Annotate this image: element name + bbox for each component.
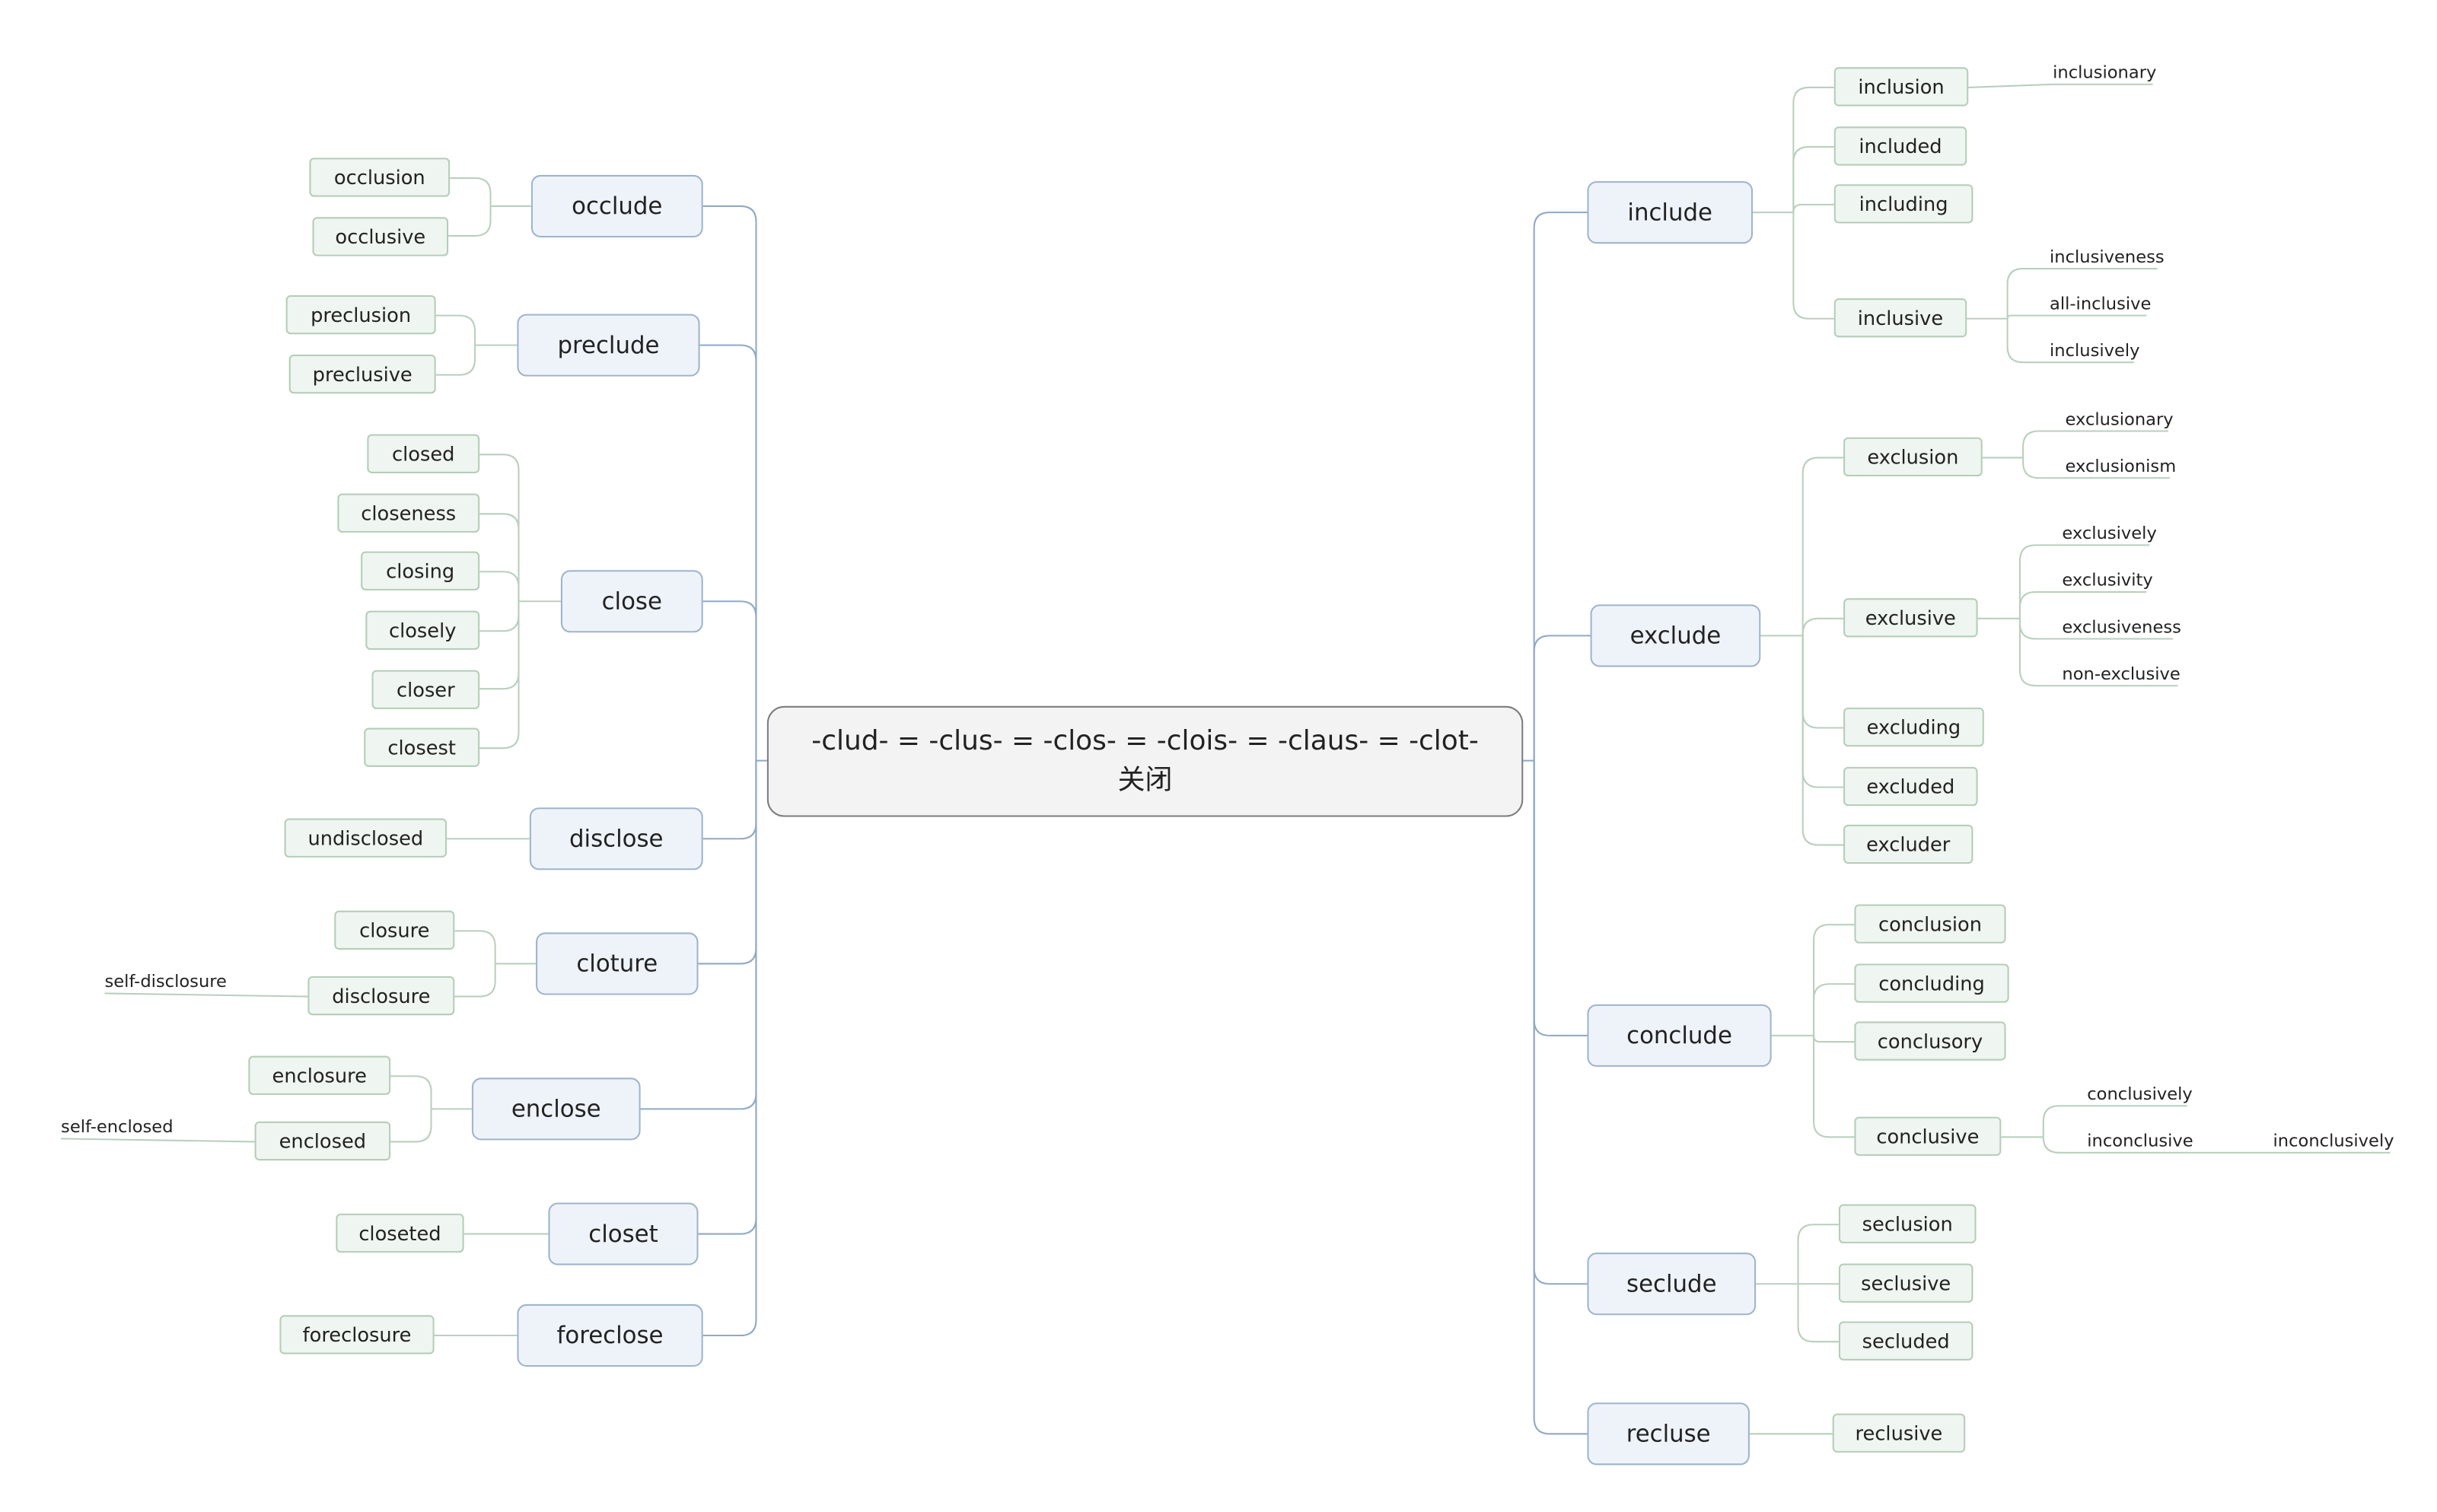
subtopic-closest[interactable]: closest — [364, 727, 480, 767]
subtopic-closed[interactable]: closed — [367, 434, 480, 473]
topic-cloture[interactable]: cloture — [536, 932, 699, 995]
leaf-all-inclusive[interactable]: all-inclusive — [2050, 293, 2152, 314]
subtopic-including[interactable]: including — [1833, 184, 1973, 224]
leaf-exclusionism[interactable]: exclusionism — [2065, 456, 2177, 477]
leaf-inclusionary[interactable]: inclusionary — [2053, 62, 2157, 83]
subtopic-inclusion[interactable]: inclusion — [1833, 67, 1969, 107]
leaf-conclusively[interactable]: conclusively — [2087, 1084, 2193, 1105]
subtopic-seclusive[interactable]: seclusive — [1838, 1263, 1973, 1303]
subtopic-closeted[interactable]: closeted — [336, 1213, 464, 1253]
subtopic-undisclosed[interactable]: undisclosed — [284, 818, 448, 858]
subtopic-exclusion[interactable]: exclusion — [1843, 437, 1983, 477]
leaf-exclusionary[interactable]: exclusionary — [2065, 409, 2174, 430]
topic-disclose[interactable]: disclose — [529, 807, 703, 871]
subtopic-foreclosure[interactable]: foreclosure — [279, 1315, 435, 1354]
leaf-inclusively[interactable]: inclusively — [2050, 340, 2140, 361]
subtopic-closing[interactable]: closing — [361, 551, 480, 590]
subtopic-closeness[interactable]: closeness — [337, 493, 480, 533]
subtopic-closer[interactable]: closer — [371, 670, 480, 709]
topic-recluse[interactable]: recluse — [1587, 1402, 1750, 1466]
subtopic-enclosure[interactable]: enclosure — [248, 1055, 391, 1095]
subtopic-conclusive[interactable]: conclusive — [1854, 1116, 2002, 1156]
subtopic-enclosed[interactable]: enclosed — [254, 1121, 391, 1161]
leaf-exclusively[interactable]: exclusively — [2062, 523, 2157, 544]
subtopic-closely[interactable]: closely — [365, 610, 480, 650]
root-topic[interactable]: -clud- = -clus- = -clos- = -clois- = -cl… — [766, 705, 1524, 817]
subtopic-concluding[interactable]: concluding — [1854, 963, 2009, 1003]
subtopic-exclusive[interactable]: exclusive — [1843, 598, 1978, 638]
leaf-inconclusive[interactable]: inconclusive — [2087, 1131, 2193, 1151]
root-topic-line2: 关闭 — [1117, 764, 1173, 796]
subtopic-excluding[interactable]: excluding — [1843, 707, 1984, 747]
subtopic-excluded[interactable]: excluded — [1843, 766, 1978, 807]
subtopic-preclusive[interactable]: preclusive — [288, 354, 436, 394]
subtopic-conclusory[interactable]: conclusory — [1854, 1021, 2006, 1061]
leaf-self-disclosure[interactable]: self-disclosure — [104, 971, 227, 992]
topic-close[interactable]: close — [560, 570, 703, 633]
topic-closet[interactable]: closet — [548, 1202, 699, 1265]
topic-preclude[interactable]: preclude — [517, 314, 700, 377]
subtopic-inclusive[interactable]: inclusive — [1833, 298, 1967, 338]
topic-exclude[interactable]: exclude — [1590, 604, 1761, 667]
topic-seclude[interactable]: seclude — [1587, 1253, 1757, 1316]
root-topic-line1: -clud- = -clus- = -clos- = -clois- = -cl… — [811, 726, 1479, 758]
topic-foreclose[interactable]: foreclose — [517, 1304, 703, 1367]
subtopic-excluder[interactable]: excluder — [1843, 824, 1973, 864]
topic-occlude[interactable]: occlude — [530, 174, 703, 237]
subtopic-secluded[interactable]: secluded — [1838, 1321, 1973, 1361]
topic-enclose[interactable]: enclose — [471, 1077, 641, 1141]
leaf-inconclusively[interactable]: inconclusively — [2273, 1131, 2394, 1151]
subtopic-disclosure[interactable]: disclosure — [307, 976, 455, 1016]
subtopic-preclusion[interactable]: preclusion — [285, 294, 436, 335]
subtopic-occlusive[interactable]: occlusive — [312, 217, 449, 256]
subtopic-conclusion[interactable]: conclusion — [1854, 904, 2006, 944]
leaf-exclusivity[interactable]: exclusivity — [2062, 570, 2153, 590]
subtopic-included[interactable]: included — [1833, 126, 1967, 166]
subtopic-seclusion[interactable]: seclusion — [1838, 1204, 1977, 1243]
subtopic-occlusion[interactable]: occlusion — [309, 158, 451, 197]
leaf-non-exclusive[interactable]: non-exclusive — [2062, 664, 2181, 685]
leaf-self-enclosed[interactable]: self-enclosed — [61, 1116, 174, 1138]
subtopic-closure[interactable]: closure — [334, 910, 455, 950]
leaf-inclusiveness[interactable]: inclusiveness — [2050, 247, 2165, 267]
topic-conclude[interactable]: conclude — [1587, 1004, 1772, 1067]
topic-include[interactable]: include — [1587, 181, 1754, 244]
subtopic-reclusive[interactable]: reclusive — [1832, 1413, 1966, 1453]
leaf-exclusiveness[interactable]: exclusiveness — [2062, 616, 2181, 638]
